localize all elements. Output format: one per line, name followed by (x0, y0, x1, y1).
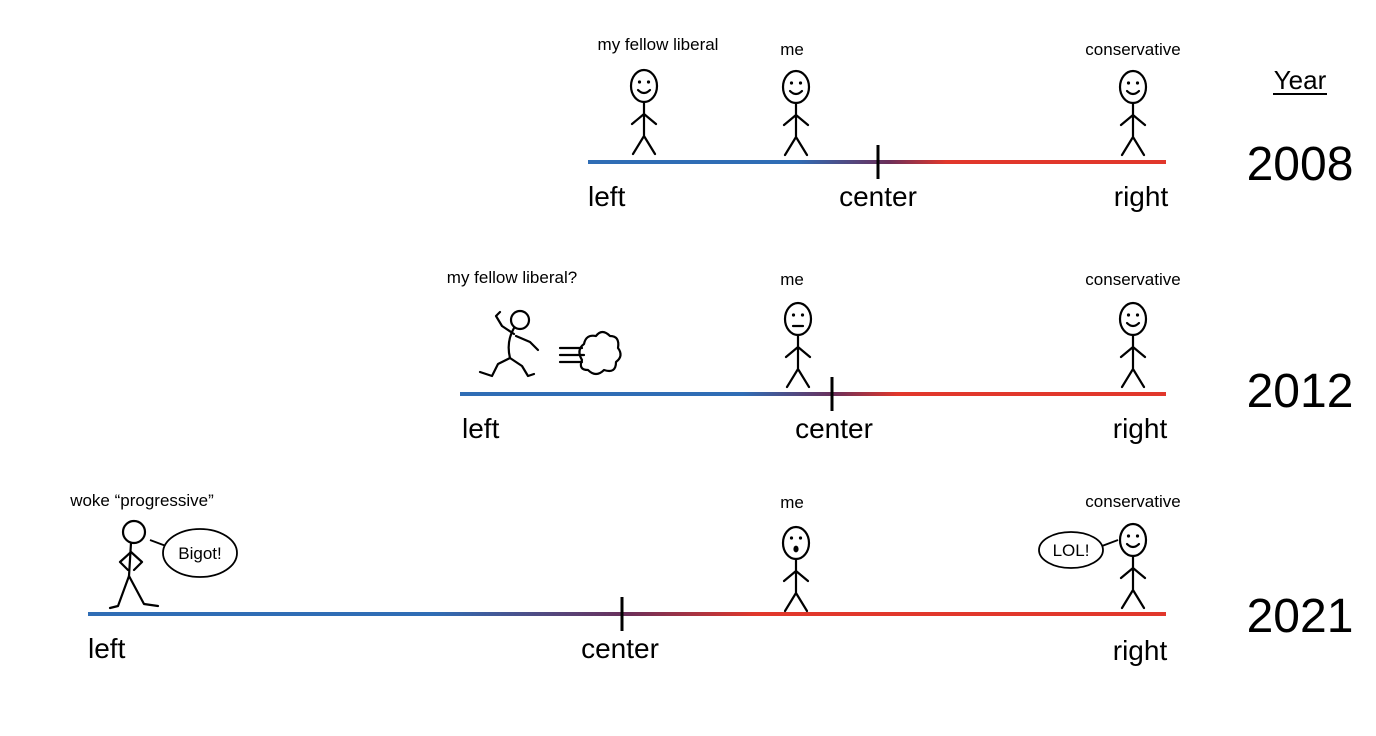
speech-text-bigot: Bigot! (178, 544, 221, 563)
axis-label-center: center (795, 413, 873, 444)
axis-label-center: center (581, 633, 659, 664)
figure-label-conservative: conservative (1085, 270, 1180, 289)
figure-label-me: me (780, 270, 804, 289)
figure-label-conservative: conservative (1085, 492, 1180, 511)
figure-label-me: me (780, 40, 804, 59)
row-2021: left center right 2021 woke “progressive… (69, 491, 1353, 666)
row-2008: left center right 2008 my fellow liberal… (588, 35, 1353, 212)
axis-label-left: left (588, 181, 626, 212)
axis-label-center: center (839, 181, 917, 212)
stick-figure-woke-progressive (108, 519, 160, 610)
axis-label-right: right (1114, 181, 1169, 212)
speech-bubble-lol: LOL! (1038, 531, 1119, 569)
year-label: 2012 (1247, 365, 1354, 418)
stick-figure-conservative (1118, 69, 1148, 157)
stick-figure-conservative (1118, 301, 1148, 389)
stick-figure-conservative (1118, 522, 1148, 610)
stick-figure-me (781, 525, 811, 613)
year-label: 2021 (1247, 590, 1354, 643)
year-label: 2008 (1247, 138, 1354, 191)
row-2012: left center right 2012 my fellow liberal… (447, 268, 1354, 444)
axis-label-right: right (1113, 635, 1168, 666)
speech-text-lol: LOL! (1053, 541, 1090, 560)
stick-figure-fellow-liberal (629, 68, 659, 156)
axis-label-left: left (462, 413, 500, 444)
stick-figure-me (783, 301, 813, 389)
stick-figure-me (781, 69, 811, 157)
dust-cloud-icon (558, 330, 622, 376)
figure-label-conservative: conservative (1085, 40, 1180, 59)
axis-label-right: right (1113, 413, 1168, 444)
figure-label-fellow-liberal: my fellow liberal (598, 35, 719, 54)
speech-bubble-bigot: Bigot! (149, 528, 238, 578)
year-header: Year (1274, 65, 1327, 95)
running-figure-fellow-liberal (478, 309, 540, 378)
figure-label-fellow-liberal: my fellow liberal? (447, 268, 577, 287)
axis-label-left: left (88, 633, 126, 664)
figure-label-woke-progressive: woke “progressive” (69, 491, 214, 510)
figure-label-me: me (780, 493, 804, 512)
